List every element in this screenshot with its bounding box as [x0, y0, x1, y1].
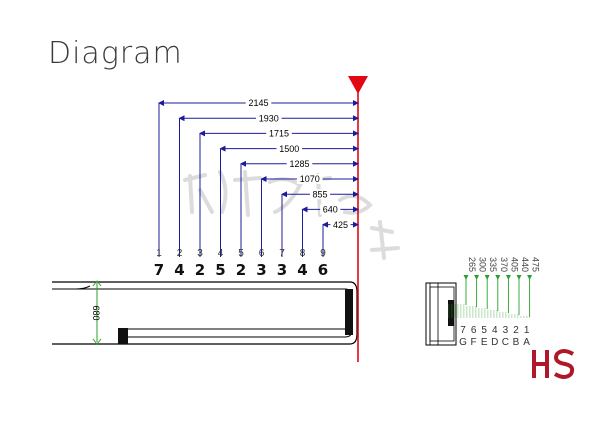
position-index: 5	[238, 248, 244, 259]
position-number: 3	[256, 261, 266, 279]
dimension-value: 1715	[269, 129, 289, 139]
position-number: 6	[318, 261, 328, 279]
right-bottom-letter: E	[481, 337, 488, 348]
position-index: 1	[156, 248, 162, 259]
dimension-value: 1070	[300, 174, 320, 184]
dimension-value: 2145	[248, 98, 268, 108]
position-number: 7	[154, 261, 164, 279]
dimension-line: 1930	[178, 113, 359, 257]
height-dimension: 680	[91, 280, 102, 345]
right-bottom-number: 2	[513, 325, 519, 336]
dimension-line: 855	[281, 189, 359, 257]
position-number: 4	[174, 261, 184, 279]
right-bottom-letter: C	[502, 337, 509, 348]
position-number: 3	[277, 261, 287, 279]
position-index: 6	[259, 248, 265, 259]
watermark	[183, 170, 400, 260]
right-bottom-letter: B	[513, 337, 520, 348]
page-title: Diagram	[48, 36, 183, 71]
dimension-line: 640	[301, 204, 359, 257]
position-number: 5	[215, 261, 225, 279]
dimension-value: 855	[312, 189, 327, 199]
dimension-value: 425	[333, 220, 348, 230]
right-bottom-number: 1	[524, 325, 530, 336]
position-index: 9	[320, 248, 326, 259]
position-index: 4	[218, 248, 224, 259]
height-label: 680	[91, 305, 101, 320]
right-top-label: 300	[478, 257, 488, 272]
right-arrow-icon	[505, 275, 511, 280]
right-bottom-number: 4	[492, 325, 498, 336]
dimension-line: 1285	[240, 158, 359, 257]
right-top-label: 440	[520, 257, 530, 272]
position-index: 3	[197, 248, 203, 259]
right-arrow-icon	[474, 275, 480, 280]
dimension-line: 425	[322, 219, 359, 257]
right-bottom-number: 7	[460, 325, 466, 336]
right-bottom-letter: A	[523, 337, 530, 348]
right-arrow-icon	[484, 275, 490, 280]
right-bottom-letter: G	[459, 337, 467, 348]
dimension-value: 640	[323, 205, 338, 215]
right-top-label: 370	[499, 257, 509, 272]
dimension-line: 1070	[260, 174, 359, 257]
hs-logo	[532, 349, 575, 379]
right-top-label: 335	[488, 257, 498, 272]
right-arrow-icon	[527, 275, 533, 280]
dimension-value: 1930	[259, 113, 279, 123]
right-bottom-letter: F	[471, 337, 477, 348]
right-top-label: 265	[467, 257, 477, 272]
cut-marker-icon	[348, 76, 368, 94]
dimension-line: 2 1 4 5	[158, 98, 359, 257]
right-top-label: 475	[531, 257, 541, 272]
right-arrow-icon	[463, 275, 469, 280]
right-bottom-number: 5	[481, 325, 487, 336]
right-arrow-icon	[495, 275, 501, 280]
dimension-line: 1500	[219, 143, 359, 257]
right-bottom-number: 3	[503, 325, 509, 336]
profile-drawing	[52, 281, 358, 345]
dimension-lines: 2 1 4 5 1930 1715 1500 1285 1070 855 640 425	[158, 98, 359, 257]
position-number: 2	[195, 261, 205, 279]
dimension-line: 1715	[199, 128, 359, 257]
position-index: 7	[279, 248, 285, 259]
position-number: 2	[236, 261, 246, 279]
right-measure-lines	[448, 275, 533, 318]
dimension-value: 1500	[279, 144, 299, 154]
position-index: 2	[177, 248, 183, 259]
right-bottom-letter: D	[491, 337, 498, 348]
dimension-value: 1285	[289, 159, 309, 169]
right-top-label: 405	[509, 257, 519, 272]
right-arrow-icon	[516, 275, 522, 280]
position-index: 8	[300, 248, 306, 259]
position-number: 4	[297, 261, 307, 279]
right-bottom-number: 6	[471, 325, 477, 336]
